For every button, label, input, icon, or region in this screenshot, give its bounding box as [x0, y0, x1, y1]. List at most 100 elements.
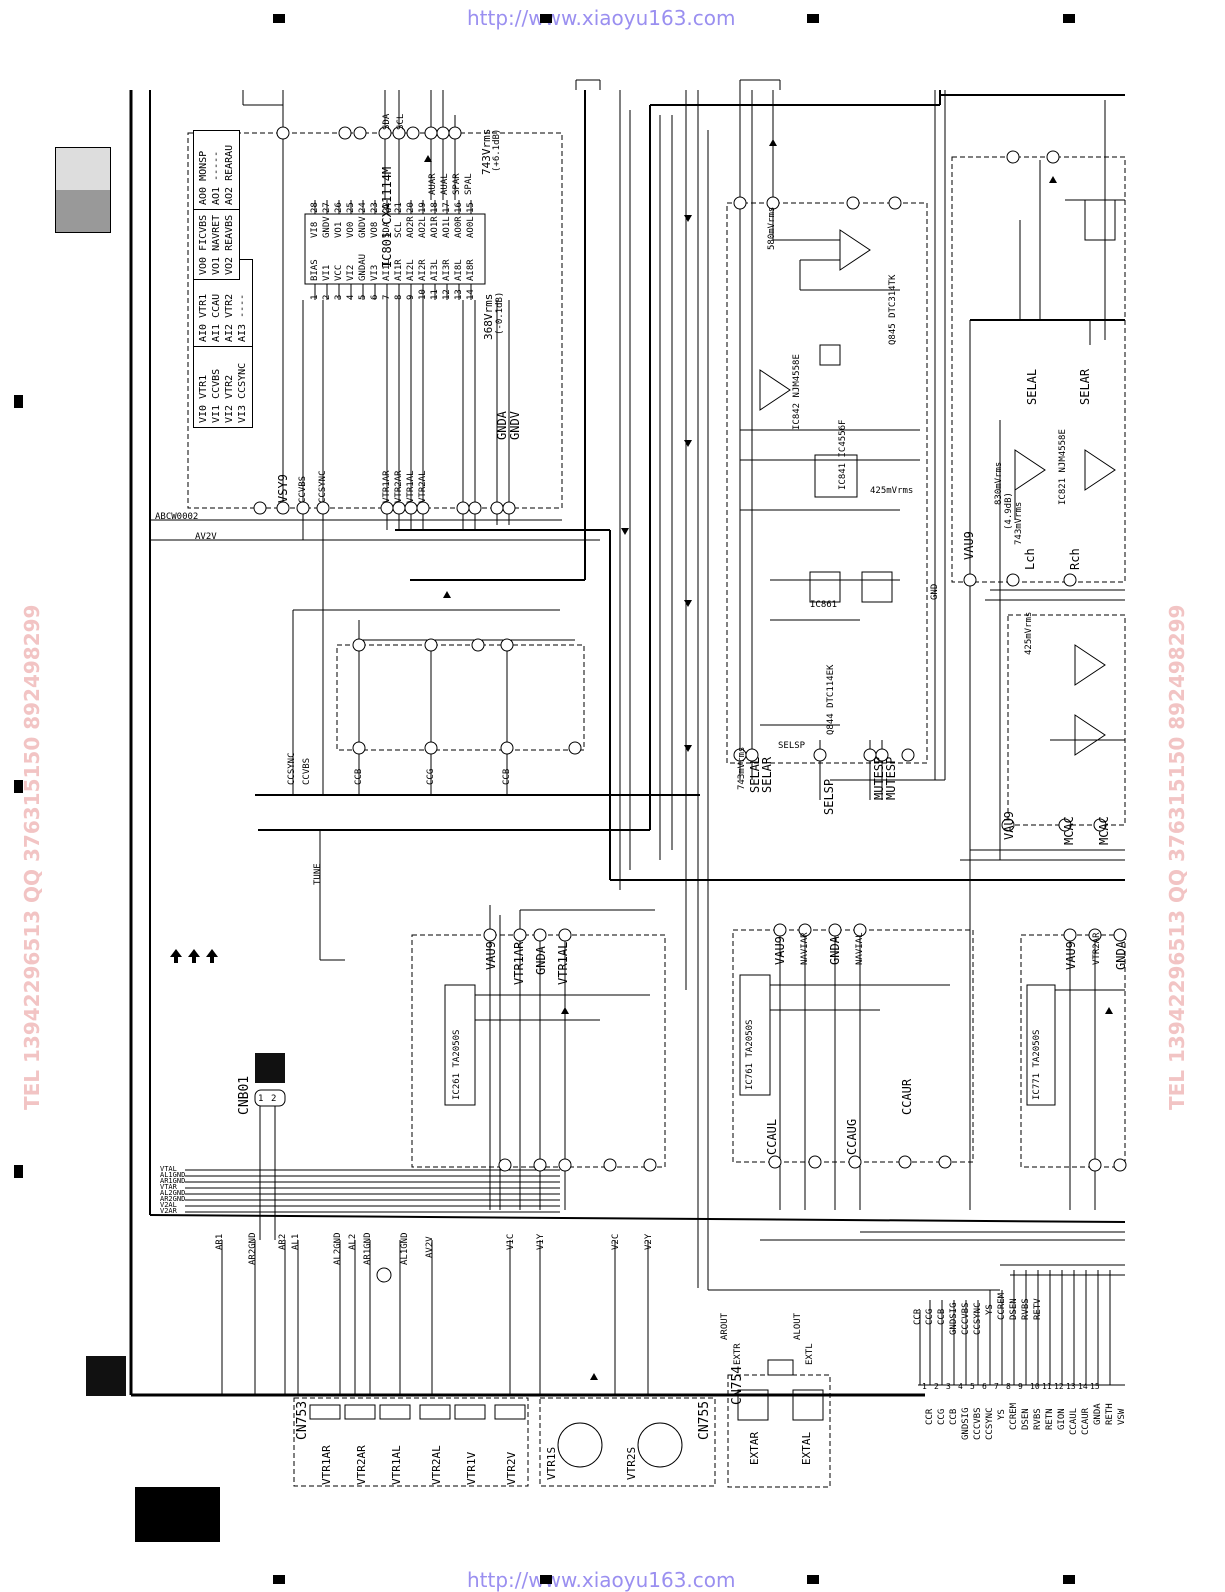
ic801-pin-bottom: AI8L	[454, 259, 464, 281]
bus-label: AR2GND	[160, 1195, 186, 1203]
ic771-label: IC771 TA2050S	[1032, 1030, 1042, 1100]
net-label: VTR1AR	[512, 941, 526, 985]
ic801-level-top-db: (+6.1dB)	[492, 128, 502, 172]
cn753-jack: VTR2AL	[430, 1445, 443, 1485]
ic801-pin-num: 4	[346, 294, 356, 300]
legend-row: AO2 REARAU	[224, 144, 235, 205]
net-label: Lch	[1023, 548, 1037, 570]
ic841-level-bottom: 743mVrms	[737, 746, 747, 790]
bus-row-name: CCG	[937, 1408, 947, 1425]
bus-row-name: RETN	[1045, 1408, 1055, 1430]
registration-mark	[273, 1575, 285, 1584]
net-label: AL1GND	[400, 1232, 410, 1265]
registration-mark	[807, 14, 819, 23]
net-label: SELAR	[760, 756, 774, 793]
net-label: VAU9	[484, 941, 498, 970]
net-label: GNDA	[828, 936, 842, 965]
ic821-label: IC821 NJM4558E	[1058, 429, 1068, 505]
net-label: CCB	[502, 768, 512, 785]
bus-row-num: 12	[1054, 1382, 1064, 1391]
black-block	[135, 1487, 220, 1542]
ic801-pin-num: 6	[370, 294, 380, 300]
net-label: GND	[930, 583, 940, 600]
watermark-url-top: http://www.xiaoyu163.com	[467, 6, 736, 30]
cn753-jack: VTR2V	[505, 1451, 518, 1485]
bus-row-num: 10	[1030, 1382, 1040, 1391]
net-label: SELSP	[822, 778, 836, 815]
ic801-pin-bottom: AI8R	[466, 259, 476, 281]
bus-row-name: CCAUL	[1069, 1407, 1079, 1435]
bus-row-name: GNDSIG	[961, 1407, 971, 1440]
net-label: CCB	[354, 768, 364, 785]
ic801-pin-num: 26	[334, 202, 344, 213]
bus-row-name: DSEN	[1021, 1408, 1031, 1430]
ic801-pin-top: AO0L	[466, 216, 476, 238]
net-label: AR2	[278, 1233, 288, 1250]
ic801-pin-num: 12	[442, 289, 452, 300]
ic801-pin-bottom: BIAS	[310, 259, 320, 281]
ic801-pin-num: 17	[442, 202, 452, 213]
registration-mark	[14, 1165, 23, 1178]
net-label: CCAUG	[845, 1118, 859, 1155]
ic841-level-top: 580mVrms	[767, 206, 777, 250]
ic801-pin-top: SCL	[394, 221, 404, 238]
bus-label: V2AL	[160, 1201, 177, 1209]
registration-mark	[1063, 1575, 1075, 1584]
ic861-label: IC861	[810, 600, 838, 610]
registration-mark	[14, 780, 23, 793]
bus-label: V2AR	[160, 1207, 177, 1215]
bus-label: AR1GND	[160, 1177, 186, 1185]
bus-row-num: 13	[1066, 1382, 1076, 1391]
bus-label: VTAR	[160, 1183, 177, 1191]
cn753-label: CN753	[295, 1400, 310, 1440]
bus-row-name: RVBS	[1033, 1408, 1043, 1430]
ic801-pin-num: 15	[466, 202, 476, 213]
bus-row-num: 3	[946, 1382, 951, 1391]
cn753-jack: VTR2AR	[355, 1445, 368, 1485]
net-label: MUTESP	[884, 756, 898, 800]
ic801-pin-top: VI8	[310, 221, 320, 238]
ic841-part: IC4556F	[838, 419, 848, 458]
net-label: CCVBS	[302, 757, 312, 785]
net-label: GNDA	[534, 946, 548, 975]
net-label: VTR2AR	[1092, 932, 1102, 965]
net-label: AUAR	[428, 173, 438, 195]
ic801-pin-num: 18	[430, 202, 440, 213]
ic842-label: IC842 NJM4558E	[792, 354, 802, 430]
ic801-pin-num: 22	[382, 202, 392, 213]
ic761-label: IC761 TA2050S	[745, 1020, 755, 1090]
bus-pin-name: CCB	[937, 1308, 947, 1325]
net-label: EXTR	[733, 1343, 743, 1365]
ic841-label: IC841 IC4556F	[838, 420, 848, 490]
net-label: VAU9	[773, 936, 787, 965]
ic761-part: TA2050S	[745, 1019, 755, 1058]
net-label: CCAUR	[900, 1078, 914, 1115]
legend-row: VO2 REAVBS	[224, 214, 235, 275]
cn755-jack: VTR1S	[545, 1446, 558, 1480]
ic801-level-mid: 368Vrms	[482, 293, 495, 340]
q844-label: Q844 DTC114EK	[826, 664, 836, 735]
net-label: GNDA	[1114, 941, 1128, 970]
cn753-jack: VTR1V	[465, 1451, 478, 1485]
cnb01-pin: 1	[258, 1094, 264, 1104]
registration-mark	[540, 1575, 552, 1584]
net-label: VSY9	[276, 474, 290, 503]
bus-pin-name: CCR	[913, 1308, 923, 1325]
net-label: V2Y	[644, 1233, 654, 1250]
bus-pin-name: CCREM	[997, 1292, 1007, 1320]
net-label: TUNE	[313, 863, 323, 885]
net-label: SELSP	[778, 741, 806, 751]
bus-row-num: 14	[1078, 1382, 1088, 1391]
net-label: VAU9	[962, 531, 976, 560]
ic261-part: TA2050S	[452, 1029, 462, 1068]
q845-label: Q845 DTC314TK	[888, 274, 898, 345]
black-block	[255, 1053, 285, 1083]
ic841-level: 425mVrms	[870, 486, 914, 496]
ic801-pin-top: AO1R	[430, 216, 440, 238]
ic801-pin-num: 7	[382, 294, 392, 300]
net-label: AL1	[291, 1233, 301, 1250]
net-label: MCAC	[1062, 816, 1076, 845]
ic801-pin-bottom: AI2L	[406, 259, 416, 281]
ic821-level: 830mVrms	[994, 461, 1004, 505]
ic801-pin-num: 21	[394, 202, 404, 213]
